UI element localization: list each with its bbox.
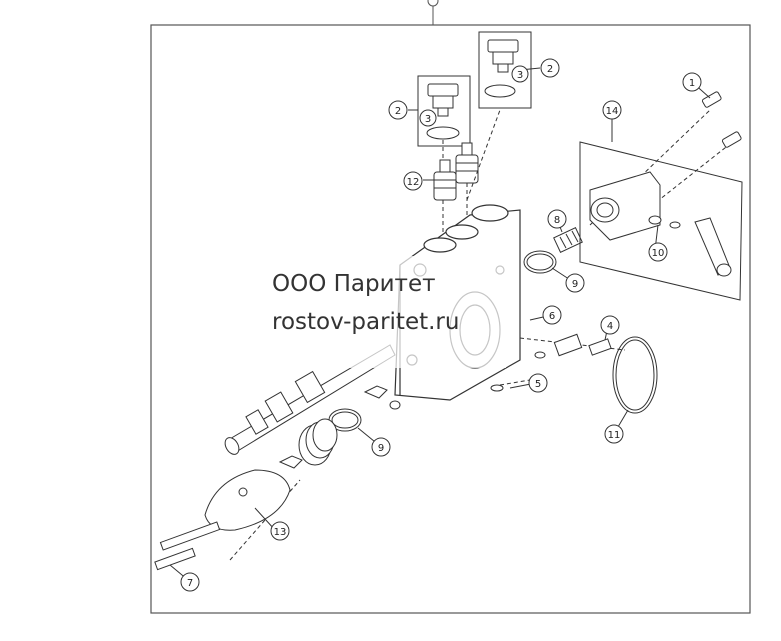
svg-text:1: 1 xyxy=(689,78,695,89)
callout-6: 6 xyxy=(542,305,562,325)
callout-10: 10 xyxy=(648,242,668,262)
svg-text:3: 3 xyxy=(425,114,431,125)
svg-text:14: 14 xyxy=(606,106,619,117)
lever-housing-panel xyxy=(579,141,743,301)
svg-text:5: 5 xyxy=(535,379,541,390)
large-oring xyxy=(612,336,658,414)
svg-text:6: 6 xyxy=(549,311,555,322)
callout-7: 7 xyxy=(180,572,200,592)
svg-text:9: 9 xyxy=(572,279,578,290)
poppet-right xyxy=(455,142,479,184)
svg-text:7: 7 xyxy=(187,578,193,589)
svg-text:11: 11 xyxy=(608,430,621,441)
callout-11: 11 xyxy=(604,424,624,444)
watermark-backdrop xyxy=(246,256,506,368)
callout-2-left: 2 xyxy=(388,100,408,120)
relief-valve-box-right xyxy=(478,31,532,109)
end-cap xyxy=(204,469,291,531)
screws xyxy=(701,91,742,148)
callout-4: 4 xyxy=(600,315,620,335)
spring-lower xyxy=(298,418,338,466)
relief-valve-box-left xyxy=(417,75,471,147)
svg-text:3: 3 xyxy=(517,70,523,81)
poppet-left xyxy=(433,159,457,201)
svg-text:2: 2 xyxy=(395,106,401,117)
lever-housing xyxy=(589,171,732,277)
callout-9-lower: 9 xyxy=(371,437,391,457)
callout-1: 1 xyxy=(682,72,702,92)
svg-text:10: 10 xyxy=(652,248,665,259)
callout-8: 8 xyxy=(547,209,567,229)
svg-text:4: 4 xyxy=(607,321,613,332)
frame-top-marker xyxy=(427,0,439,7)
callout-3-right: 3 xyxy=(511,65,529,83)
watermark-url: rostov-paritet.ru xyxy=(272,309,460,335)
small-spool-parts xyxy=(278,333,612,469)
svg-text:2: 2 xyxy=(547,64,553,75)
spring-upper xyxy=(553,227,583,253)
diagram-frame xyxy=(150,24,751,614)
callout-3-left: 3 xyxy=(419,109,437,127)
svg-text:9: 9 xyxy=(378,443,384,454)
svg-text:12: 12 xyxy=(407,177,420,188)
callout-2-right: 2 xyxy=(540,58,560,78)
callout-12: 12 xyxy=(403,171,423,191)
callout-13: 13 xyxy=(270,521,290,541)
callout-badges: 1 2 3 2 3 14 8 12 9 10 6 4 5 11 9 13 7 xyxy=(180,58,702,592)
cap-bolts xyxy=(154,521,221,571)
relief-plug-left xyxy=(426,83,460,140)
callout-14: 14 xyxy=(602,100,622,120)
callout-5: 5 xyxy=(528,373,548,393)
watermark-company: ООО Паритет xyxy=(272,271,436,297)
relief-plug-right xyxy=(484,39,519,98)
callout-9-upper: 9 xyxy=(565,273,585,293)
main-spool xyxy=(224,344,396,455)
oring-upper xyxy=(523,250,557,274)
svg-text:13: 13 xyxy=(274,527,287,538)
svg-text:8: 8 xyxy=(554,215,560,226)
